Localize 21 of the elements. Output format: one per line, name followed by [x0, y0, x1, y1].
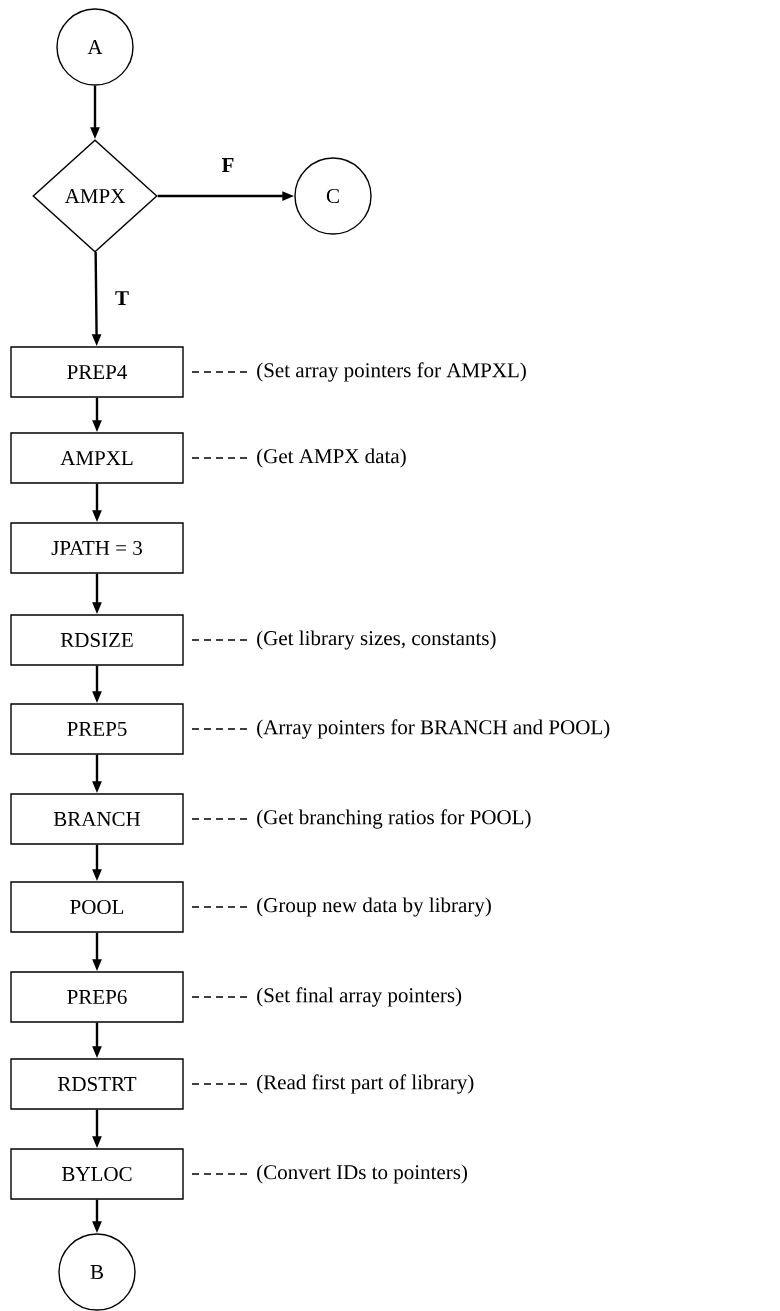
process-box: POOL [10, 881, 184, 933]
annotation-text: (Set final array pointers) [257, 987, 462, 1007]
process-box: RDSIZE [10, 614, 184, 666]
annotation-text: (Group new data by library) [257, 897, 491, 917]
process-box: BRANCH [10, 793, 184, 845]
process-box: JPATH = 3 [10, 522, 184, 574]
process-box: PREP4 [10, 346, 184, 398]
annotation-text: (Get library sizes, constants) [257, 630, 496, 650]
process-box: PREP6 [10, 971, 184, 1023]
annotation-text: (Array pointers for BRANCH and POOL) [257, 719, 610, 739]
process-box: RDSTRT [10, 1058, 184, 1110]
process-box: BYLOC [10, 1148, 184, 1200]
annotation-text: (Convert IDs to pointers) [257, 1164, 467, 1184]
annotation-text: (Get branching ratios for POOL) [257, 809, 531, 829]
process-box: AMPXL [10, 432, 184, 484]
process-box: PREP5 [10, 703, 184, 755]
edge-label: F [220, 157, 236, 173]
edge-label: T [114, 290, 130, 306]
annotation-text: (Get AMPX data) [257, 448, 406, 468]
annotation-text: (Set array pointers for AMPXL) [257, 362, 526, 382]
annotation-text: (Read first part of library) [257, 1074, 474, 1094]
